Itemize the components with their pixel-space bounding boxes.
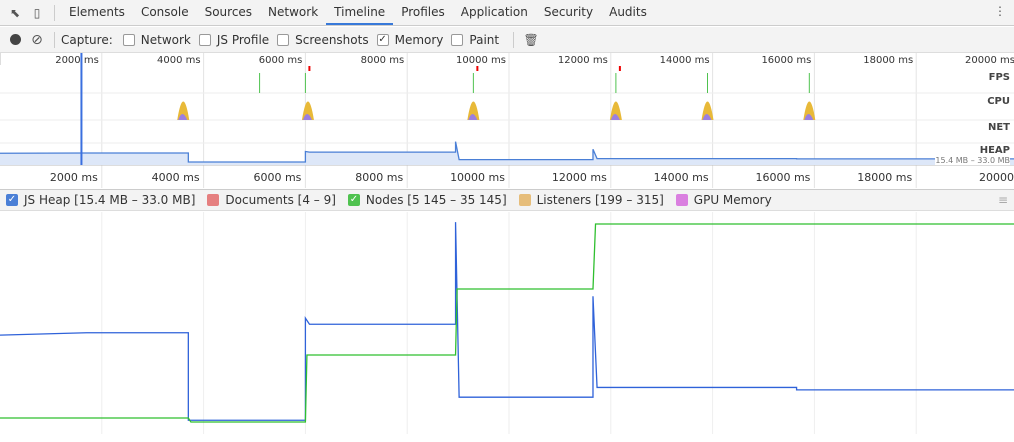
checkbox-label: JS Profile xyxy=(216,32,270,47)
cpu-peak xyxy=(177,101,190,120)
tab-audits[interactable]: Audits xyxy=(609,5,647,19)
long-frame-marker xyxy=(618,66,621,71)
legend-checkbox[interactable]: ✓ xyxy=(347,194,360,206)
heap-overview-line xyxy=(0,141,1014,163)
capture-network-checkbox[interactable]: Network xyxy=(122,32,191,47)
cpu-peak xyxy=(803,101,816,120)
long-frame-marker xyxy=(476,66,479,71)
checkbox-label: Paint xyxy=(469,32,500,47)
legend-item[interactable]: GPU Memory xyxy=(675,193,772,207)
ruler-tick: 20000 xyxy=(979,171,1014,184)
device-mode-icon[interactable]: ▯ xyxy=(33,5,41,20)
fps-label: FPS xyxy=(988,72,1010,83)
ruler-tick: 2000 ms xyxy=(50,171,98,184)
overview-graph[interactable]: 2000 ms 2000 ms 4000 ms 4000 ms 6000 ms 6000 … xyxy=(0,53,1014,188)
heap-range: 15.4 MB – 33.0 MB xyxy=(935,156,1010,165)
legend-item[interactable]: ✓ JS Heap [15.4 MB – 33.0 MB] xyxy=(6,193,195,207)
overview-tick: 8000 ms xyxy=(361,55,405,66)
cpu-peak xyxy=(467,101,480,120)
tab-profiles[interactable]: Profiles xyxy=(401,5,445,19)
overview-tick: 4000 ms xyxy=(157,55,201,66)
legend-checkbox[interactable]: ✓ xyxy=(6,194,18,206)
overview-tick: 18000 ms xyxy=(863,55,913,66)
tab-application[interactable]: Application xyxy=(460,5,528,19)
timeline-toolbar: ⊘ Capture: Network JS Profile Screenshots ✓… xyxy=(0,27,1014,53)
memory-chart xyxy=(0,212,1014,434)
overview-tick: 14000 ms xyxy=(660,55,710,66)
checkbox-label: Memory xyxy=(394,32,444,47)
legend-label: Listeners [199 – 315] xyxy=(536,193,664,207)
capture-memory-checkbox[interactable]: ✓ Memory xyxy=(376,32,444,47)
checkbox[interactable] xyxy=(122,33,135,46)
legend-item[interactable]: Listeners [199 – 315] xyxy=(518,193,664,207)
long-frame-marker xyxy=(308,66,311,71)
cpu-peak-script xyxy=(468,114,478,120)
legend-checkbox[interactable] xyxy=(518,194,531,206)
cpu-peak-script xyxy=(178,114,188,120)
cpu-peak-script xyxy=(804,114,814,120)
legend-label: GPU Memory xyxy=(693,193,772,207)
nodes-line xyxy=(0,223,1014,423)
ruler-tick: 10000 ms xyxy=(450,171,505,184)
divider xyxy=(54,31,55,48)
capture-js-profile-checkbox[interactable]: JS Profile xyxy=(198,32,270,47)
overview-tick: 16000 ms xyxy=(761,55,811,66)
legend-item[interactable]: ✓ Nodes [5 145 – 35 145] xyxy=(347,193,507,207)
cpu-peak xyxy=(609,101,622,120)
ruler-tick: 6000 ms xyxy=(253,171,301,184)
cpu-peak xyxy=(701,101,714,120)
heap-label: HEAP xyxy=(979,145,1010,156)
legend-item[interactable]: Documents [4 – 9] xyxy=(207,193,336,207)
tab-elements[interactable]: Elements xyxy=(69,5,125,19)
more-options-icon[interactable]: ⋮ xyxy=(994,4,1006,18)
overview-tick: 20000 ms xyxy=(965,55,1014,66)
capture-paint-checkbox[interactable]: Paint xyxy=(451,33,499,47)
checkbox[interactable] xyxy=(451,33,464,46)
inspect-element-icon[interactable]: ⬉ xyxy=(9,5,21,20)
devtools-tab-bar: ⬉ ▯ Elements Console Sources Network Timelin… xyxy=(0,0,1014,26)
timeline-overview[interactable]: 2000 ms 2000 ms 4000 ms 4000 ms 6000 ms 6000 … xyxy=(0,53,1014,188)
menu-icon[interactable]: ≡ xyxy=(997,193,1008,207)
divider xyxy=(513,31,515,48)
overview-tick: 12000 ms xyxy=(558,55,608,66)
memory-legend: ✓ JS Heap [15.4 MB – 33.0 MB] Documents [4… xyxy=(0,189,1014,211)
legend-label: Nodes [5 145 – 35 145] xyxy=(365,193,507,207)
legend-label: JS Heap [15.4 MB – 33.0 MB] xyxy=(24,193,196,207)
clear-icon[interactable]: ⊘ xyxy=(31,31,43,48)
ruler-tick: 16000 ms xyxy=(755,171,810,184)
trash-icon[interactable]: 🗑 xyxy=(523,32,539,47)
divider xyxy=(54,4,55,21)
record-button[interactable] xyxy=(4,29,26,51)
cpu-peak-script xyxy=(302,114,312,120)
ruler-tick: 4000 ms xyxy=(152,171,200,184)
js-heap-line xyxy=(0,222,1014,421)
cpu-peak xyxy=(301,101,314,120)
cpu-peak-script xyxy=(702,114,712,120)
ruler-tick: 14000 ms xyxy=(654,171,709,184)
tab-network[interactable]: Network xyxy=(268,5,319,19)
tab-sources[interactable]: Sources xyxy=(204,5,253,19)
ruler-tick: 12000 ms xyxy=(552,171,607,184)
legend-checkbox[interactable] xyxy=(207,194,220,206)
checkbox[interactable]: ✓ xyxy=(376,33,389,46)
overview-tick: 2000 ms xyxy=(55,55,99,66)
checkbox-label: Network xyxy=(140,32,191,47)
tab-timeline[interactable]: Timeline xyxy=(326,0,394,25)
ruler-tick: 8000 ms xyxy=(355,171,403,184)
cpu-label: CPU xyxy=(987,96,1010,107)
checkbox-label: Screenshots xyxy=(295,32,369,47)
cpu-peak-script xyxy=(610,114,620,120)
checkbox[interactable] xyxy=(277,33,290,46)
ruler-tick: 18000 ms xyxy=(857,171,912,184)
capture-screenshots-checkbox[interactable]: Screenshots xyxy=(277,32,369,47)
tab-console[interactable]: Console xyxy=(140,5,189,19)
capture-label: Capture: xyxy=(61,32,113,47)
overview-tick: 10000 ms xyxy=(456,55,506,66)
overview-tick: 6000 ms xyxy=(259,55,303,66)
checkbox[interactable] xyxy=(198,33,211,46)
tab-security[interactable]: Security xyxy=(543,5,594,19)
legend-label: Documents [4 – 9] xyxy=(225,193,336,207)
net-label: NET xyxy=(987,122,1010,133)
legend-checkbox[interactable] xyxy=(675,194,688,206)
